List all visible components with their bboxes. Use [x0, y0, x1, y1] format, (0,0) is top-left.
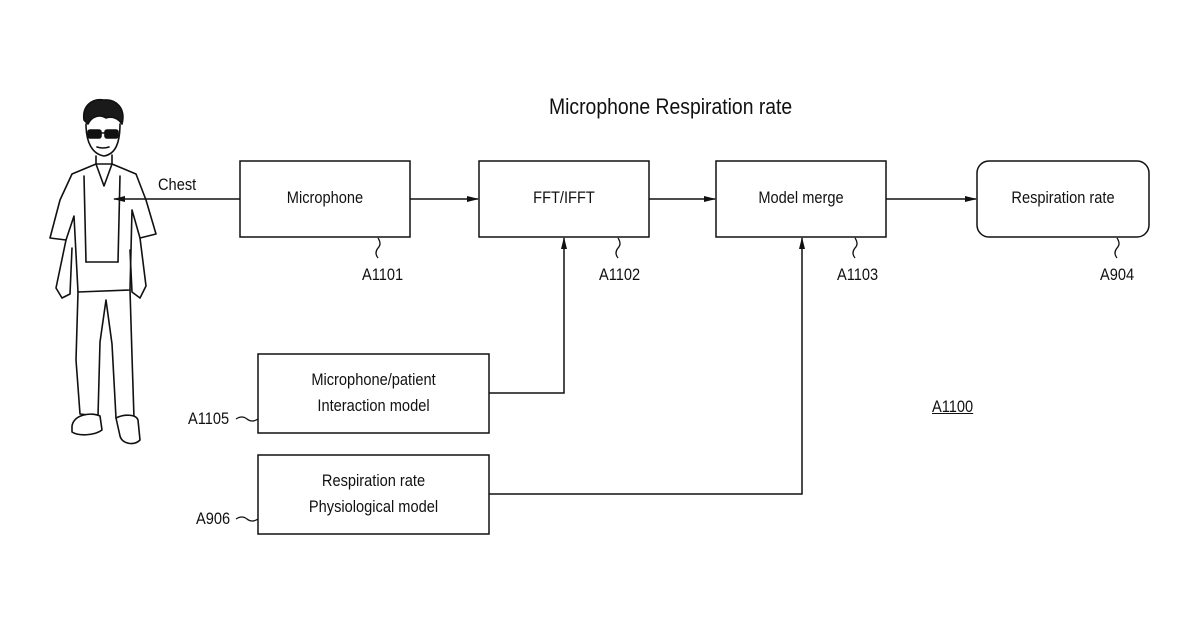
ref-a1102: A1102: [599, 265, 640, 285]
ref-a906: A906: [196, 509, 230, 529]
figure-ref: A1100: [932, 397, 973, 417]
model-merge-label: Model merge: [728, 186, 874, 210]
ref-a1105: A1105: [188, 409, 229, 429]
interaction-to-fft-arrow: [489, 238, 564, 393]
ref-a904: A904: [1100, 265, 1134, 285]
diagram-title: Microphone Respiration rate: [549, 94, 792, 120]
fft-label: FFT/IFFT: [491, 186, 637, 210]
interaction-model-line2: Interaction model: [274, 394, 473, 418]
microphone-label: Microphone: [252, 186, 398, 210]
interaction-model-line1: Microphone/patient: [274, 368, 473, 392]
ref-a1101: A1101: [362, 265, 403, 285]
respiration-rate-label: Respiration rate: [989, 186, 1137, 210]
physiological-model-line2: Physiological model: [274, 495, 473, 519]
chest-label: Chest: [158, 175, 196, 195]
physio-to-merge-arrow: [489, 238, 802, 494]
physiological-model-line1: Respiration rate: [274, 469, 473, 493]
person-illustration: [50, 100, 156, 444]
ref-a1103: A1103: [837, 265, 878, 285]
